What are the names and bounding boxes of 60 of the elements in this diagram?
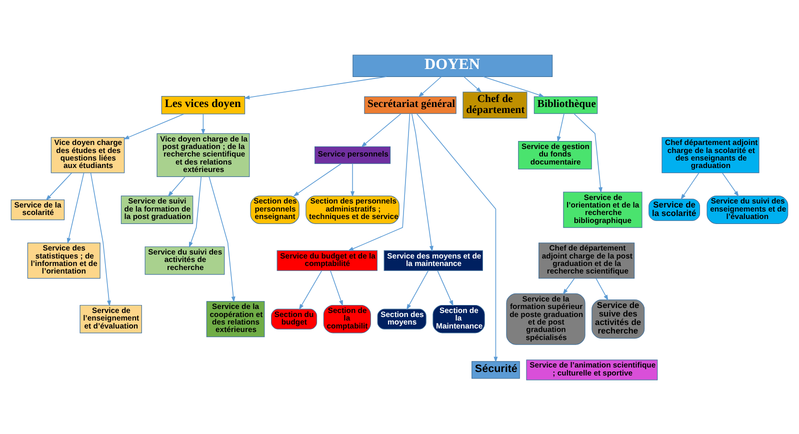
node-box: Service de la scolarité: [648, 198, 700, 220]
arrow: [411, 112, 434, 252]
node-box: Sécurité: [472, 360, 520, 378]
node-box: Service du suivi des enseignements et de l’évaluation: [706, 195, 788, 224]
arrow: [66, 172, 84, 244]
arrow: [416, 112, 498, 362]
node-box: Chef de département: [462, 91, 528, 118]
arrow: [46, 172, 72, 200]
node-box: Service de la formation supérieur de poste graduation et de post graduation spécialisés: [506, 292, 586, 344]
node-box: Service des moyens et de la maintenance: [384, 250, 483, 270]
node-box: Vice doyen charge des études et des questions liées aux étudiants: [50, 136, 125, 173]
arrow: [437, 270, 454, 306]
node-box: DOYEN: [352, 54, 553, 76]
arrow: [293, 162, 342, 196]
arrow: [330, 270, 343, 306]
arrow: [464, 76, 482, 92]
arrow: [244, 76, 387, 99]
arrow: [298, 270, 322, 310]
arrow: [722, 172, 739, 196]
node-box: Service de gestion du fonds documentaire: [518, 140, 592, 169]
node-box: Section des moyens: [377, 308, 426, 329]
node-box: Vice doyen charge de la post graduation ; de la recherche scientifique et des relations extérieures: [156, 132, 250, 176]
node-box: Service du budget et de la comptabilité: [276, 250, 378, 270]
node-box: Secrétariat général: [364, 96, 456, 114]
node-box: Service de l’orientation et de la recherche bibliographique: [563, 191, 642, 228]
node-box: Chef département adjoint charge de la scolarité et des enseignants de graduation: [662, 136, 760, 173]
node-box: Section des personnels administratifs ; techniques et de service: [306, 195, 400, 224]
arrow: [361, 112, 402, 147]
node-box: Section de la comptabilit: [323, 304, 371, 333]
arrow: [574, 112, 603, 193]
node-box: Chef de département adjoint charge de la post graduation et de la recherche scientifique: [538, 242, 635, 278]
node-box: Section de la Maintenance: [432, 304, 485, 333]
arrow: [208, 176, 236, 302]
node-box: Service personnels: [314, 146, 391, 164]
node-box: Bibliothèque: [534, 96, 598, 114]
arrow: [406, 270, 429, 310]
arrow: [189, 176, 202, 248]
arrow: [201, 113, 206, 134]
arrow: [562, 278, 575, 294]
node-box: Service du suivi des activités de recherche: [144, 246, 225, 274]
arrow: [482, 76, 545, 97]
node-box: Service de suivi de la formation de la post graduation: [120, 195, 194, 224]
arrow: [348, 112, 410, 251]
arrow: [418, 76, 442, 97]
arrow: [123, 113, 184, 139]
node-box: Section des personnels enseignant: [250, 195, 300, 224]
node-box: Service de l’enseignement et d’évaluation: [80, 304, 142, 333]
arrow: [596, 278, 608, 300]
node-box: Service de la scolarité: [10, 198, 65, 220]
node-box: Les vices doyen: [161, 95, 246, 114]
node-box: Service des statistiques ; de l’information et de l’orientation: [27, 242, 100, 278]
arrow: [556, 112, 564, 142]
arrow: [350, 162, 355, 196]
arrow: [90, 172, 112, 306]
node-box: Service de suive des activités de recherche: [592, 299, 645, 338]
node-box: Section du budget: [271, 308, 318, 329]
arrow: [168, 176, 186, 196]
arrow: [680, 172, 700, 200]
node-box: Service de la coopération et des relations extérieures: [206, 300, 265, 337]
node-box: Service de l’animation scientifique ; culturelle et sportive: [526, 359, 658, 380]
